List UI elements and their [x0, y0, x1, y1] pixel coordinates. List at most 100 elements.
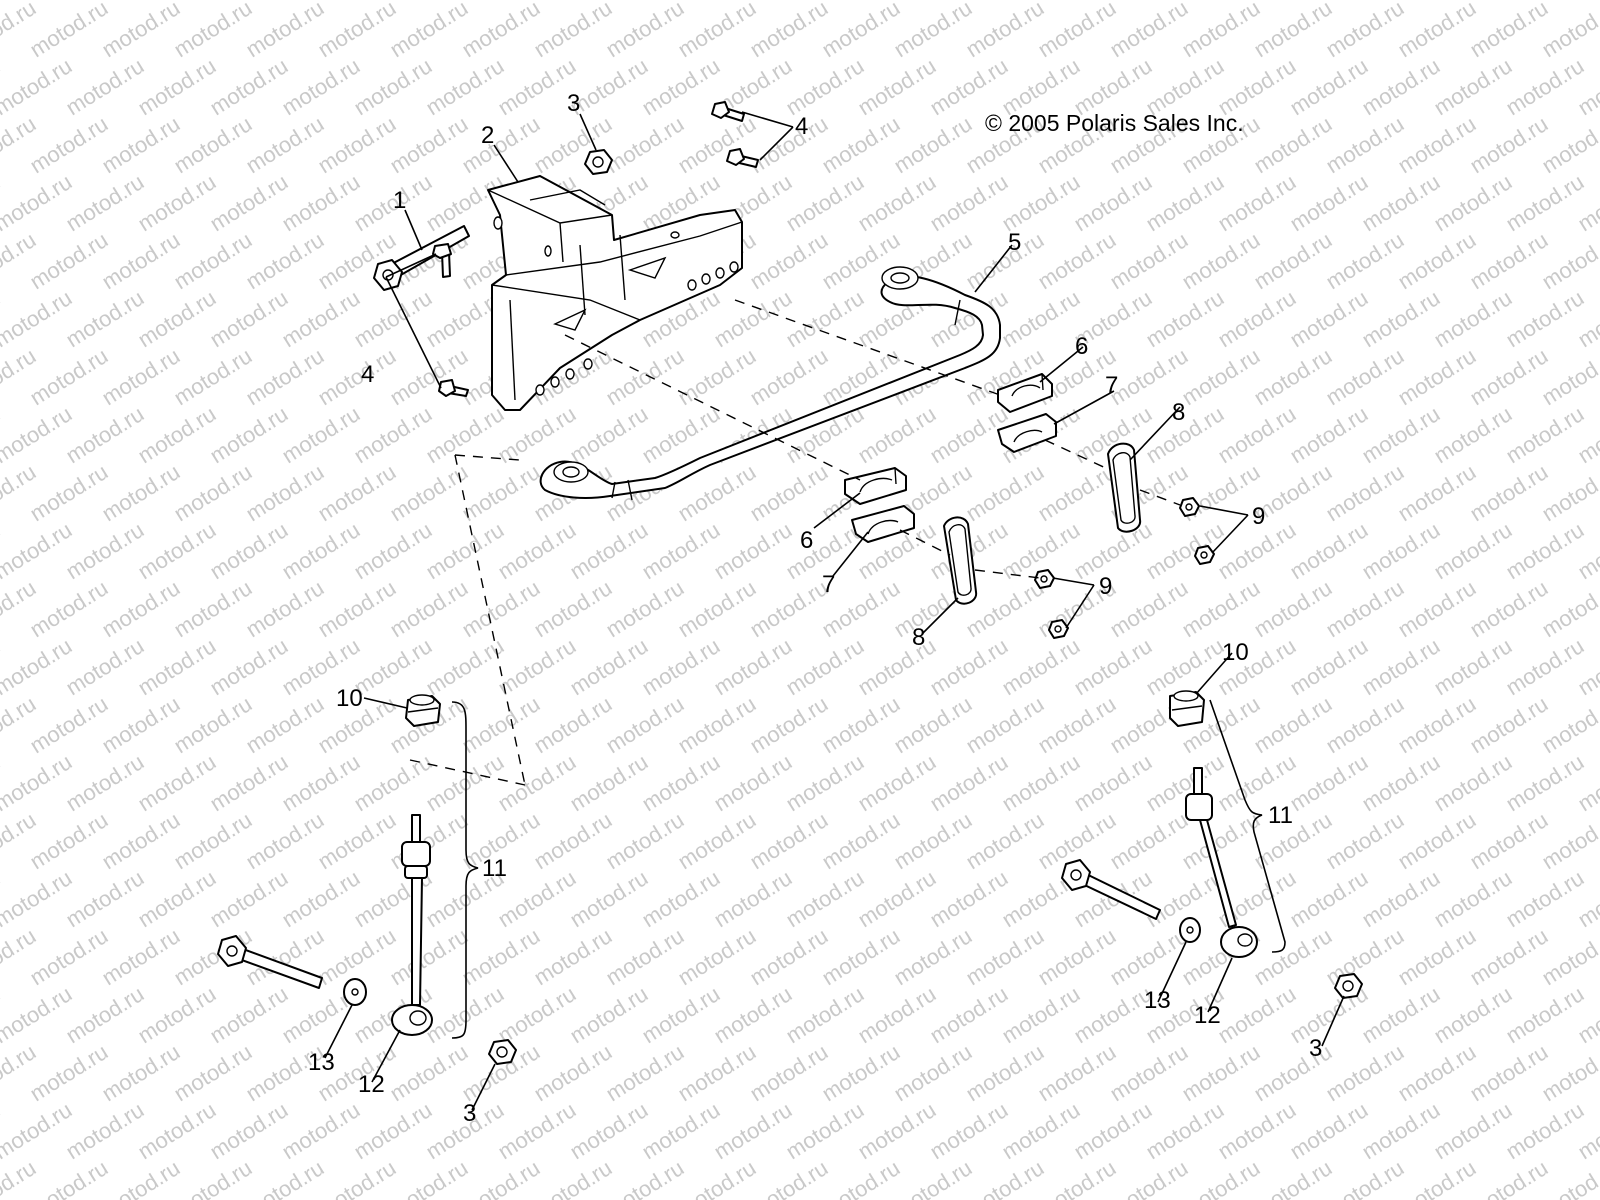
watermark-text: motod.ru	[1213, 1097, 1300, 1164]
watermark-text: motod.ru	[313, 459, 400, 526]
watermark-text: motod.ru	[169, 227, 256, 294]
watermark-text: motod.ru	[1429, 517, 1516, 584]
watermark-text: motod.ru	[277, 865, 364, 932]
part-9-nuts-left	[1034, 569, 1069, 639]
watermark-text: motod.ru	[1249, 343, 1336, 410]
watermark-text: motod.ru	[781, 981, 868, 1048]
watermark-text: motod.ru	[1537, 459, 1600, 526]
watermark-text: motod.ru	[637, 749, 724, 816]
watermark-text: motod.ru	[1249, 1155, 1336, 1200]
watermark-text: motod.ru	[1501, 865, 1588, 932]
watermark-text: motod.ru	[1429, 169, 1516, 236]
watermark-text: motod.ru	[25, 0, 112, 62]
watermark-text: motod.ru	[277, 285, 364, 352]
watermark-text: motod.ru	[1501, 1097, 1588, 1164]
watermark-text: motod.ru	[1501, 285, 1588, 352]
callout-3-right: 3	[1309, 1035, 1322, 1062]
callout-11-left: 11	[482, 855, 507, 882]
watermark-text: motod.ru	[529, 691, 616, 758]
watermark-text: motod.ru	[1033, 459, 1120, 526]
watermark-text: motod.ru	[601, 343, 688, 410]
watermark-text: motod.ru	[25, 575, 112, 642]
watermark-text: motod.ru	[0, 1097, 76, 1164]
watermark-text: motod.ru	[169, 807, 256, 874]
watermark-text: motod.ru	[205, 53, 292, 120]
watermark-text: motod.ru	[1177, 1155, 1264, 1200]
watermark-text: motod.ru	[169, 1039, 256, 1106]
watermark-text: motod.ru	[1393, 923, 1480, 990]
part-6-bushing-upper-left	[844, 467, 907, 505]
watermark-text: motod.ru	[61, 865, 148, 932]
watermark-text: motod.ru	[889, 0, 976, 62]
watermark-text: motod.ru	[1321, 923, 1408, 990]
watermark-text: motod.ru	[1141, 1097, 1228, 1164]
watermark-text: motod.ru	[1285, 169, 1372, 236]
part-12-end-link-right	[1185, 767, 1258, 958]
leader-lines	[324, 111, 1345, 1111]
watermark-text: motod.ru	[637, 633, 724, 700]
watermark-text: motod.ru	[1465, 1155, 1552, 1200]
watermark-text: motod.ru	[61, 517, 148, 584]
watermark-text: motod.ru	[385, 923, 472, 990]
watermark-text: motod.ru	[673, 691, 760, 758]
watermark-text: motod.ru	[1321, 459, 1408, 526]
watermark-text: motod.ru	[601, 1155, 688, 1200]
watermark-text: motod.ru	[889, 111, 976, 178]
watermark-text: motod.ru	[457, 0, 544, 62]
watermark-text: motod.ru	[529, 807, 616, 874]
watermark-text: motod.ru	[1105, 807, 1192, 874]
watermark-text: motod.ru	[1105, 1155, 1192, 1200]
callout-9-right: 9	[1252, 503, 1265, 530]
watermark-text: motod.ru	[97, 807, 184, 874]
watermark-text: motod.ru	[61, 1097, 148, 1164]
watermark-text: motod.ru	[205, 285, 292, 352]
watermark-text: motod.ru	[1033, 1155, 1120, 1200]
watermark-text: motod.ru	[1393, 459, 1480, 526]
part-13-washer-right	[1179, 917, 1201, 943]
watermark-text: motod.ru	[1465, 807, 1552, 874]
callout-7-right: 7	[1105, 372, 1118, 399]
watermark-text: motod.ru	[97, 343, 184, 410]
watermark-text: motod.ru	[385, 111, 472, 178]
watermark-text: motod.ru	[889, 807, 976, 874]
watermark-text: motod.ru	[1249, 1039, 1336, 1106]
watermark-text: motod.ru	[637, 0, 724, 4]
watermark-text: motod.ru	[853, 1097, 940, 1164]
watermark-text: motod.ru	[781, 1097, 868, 1164]
watermark-text: motod.ru	[745, 691, 832, 758]
assembly-guide-lines	[409, 299, 1181, 786]
watermark-text: motod.ru	[493, 749, 580, 816]
watermark-text: motod.ru	[709, 1097, 796, 1164]
watermark-text: motod.ru	[205, 981, 292, 1048]
watermark-text: motod.ru	[1069, 1097, 1156, 1164]
watermark-text: motod.ru	[205, 517, 292, 584]
watermark-text: motod.ru	[277, 1097, 364, 1164]
watermark-text: motod.ru	[853, 53, 940, 120]
watermark-text: motod.ru	[817, 1155, 904, 1200]
copyright-text: © 2005 Polaris Sales Inc.	[985, 110, 1244, 136]
watermark-text: motod.ru	[97, 1155, 184, 1200]
callout-6-right: 6	[1075, 333, 1088, 360]
watermark-text: motod.ru	[889, 691, 976, 758]
watermark-text: motod.ru	[61, 285, 148, 352]
watermark-text: motod.ru	[0, 517, 76, 584]
watermark-text: motod.ru	[1429, 53, 1516, 120]
callout-6-left: 6	[800, 527, 813, 554]
watermark-text: motod.ru	[61, 401, 148, 468]
watermark-text: motod.ru	[169, 343, 256, 410]
watermark-text: motod.ru	[1105, 1039, 1192, 1106]
watermark-text: motod.ru	[745, 1155, 832, 1200]
watermark-text: motod.ru	[277, 401, 364, 468]
part-8-retainer-plate-left	[943, 516, 978, 605]
watermark-text: motod.ru	[61, 0, 148, 4]
watermark-text: motod.ru	[1321, 343, 1408, 410]
watermark-text: motod.ru	[0, 285, 76, 352]
watermark-text: motod.ru	[601, 807, 688, 874]
watermark-text: motod.ru	[853, 749, 940, 816]
watermark-text: motod.ru	[205, 401, 292, 468]
watermark-text: motod.ru	[1537, 575, 1600, 642]
watermark-text: motod.ru	[637, 1097, 724, 1164]
watermark-text: motod.ru	[745, 227, 832, 294]
